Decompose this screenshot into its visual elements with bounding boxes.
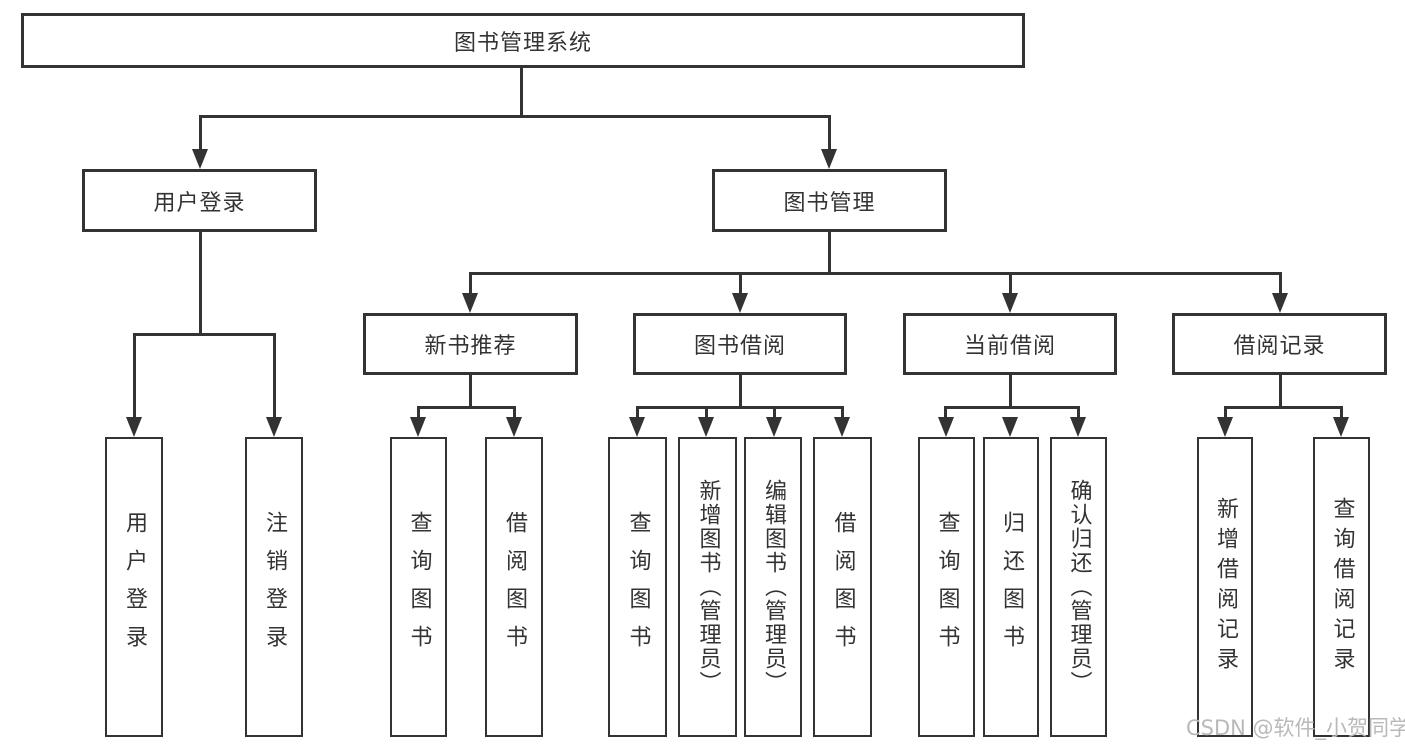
connector-stem bbox=[705, 406, 708, 422]
connector-root-stem bbox=[520, 68, 523, 118]
connector-stem bbox=[1009, 375, 1012, 409]
root-node-label: 图书管理系统 bbox=[453, 30, 592, 56]
arrow-down-icon bbox=[266, 417, 282, 437]
connector-stem bbox=[133, 333, 136, 421]
leaf-node-edit-books-admin: 编辑图书（管理员） bbox=[744, 437, 802, 737]
arrow-down-icon bbox=[192, 149, 208, 169]
leaf-node-label: 编辑图书（管理员） bbox=[761, 479, 786, 695]
connector-stem bbox=[739, 375, 742, 409]
connector-branch-bar bbox=[944, 406, 1080, 409]
level3-node-current-borrow: 当前借阅 bbox=[903, 313, 1117, 375]
leaf-node-query-books-current: 查询图书 bbox=[918, 437, 975, 737]
level3-node-book-borrow: 图书借阅 bbox=[633, 313, 847, 375]
leaf-node-user-login: 用户登录 bbox=[105, 437, 163, 737]
connector-stem bbox=[773, 406, 776, 422]
level2-node-user-login: 用户登录 bbox=[82, 169, 317, 232]
leaf-node-return-books: 归还图书 bbox=[983, 437, 1039, 737]
connector-stem bbox=[273, 333, 276, 421]
connector-stem bbox=[199, 115, 202, 155]
connector-stem bbox=[1279, 375, 1282, 409]
connector-stem bbox=[417, 406, 420, 422]
connector-branch-bar bbox=[1224, 406, 1342, 409]
connector-level2-bar bbox=[199, 115, 830, 118]
arrow-down-icon bbox=[1002, 293, 1018, 313]
leaf-node-query-books-borrow: 查询图书 bbox=[608, 437, 667, 737]
leaf-node-label: 查询图书 bbox=[406, 511, 432, 663]
level2-node-label: 图书管理 bbox=[783, 190, 876, 216]
arrow-down-icon bbox=[126, 417, 142, 437]
arrow-down-icon bbox=[629, 417, 645, 437]
connector-stem bbox=[1224, 406, 1227, 422]
level3-node-label: 当前借阅 bbox=[963, 334, 1056, 359]
level3-node-label: 借阅记录 bbox=[1233, 334, 1326, 359]
connector-stem bbox=[739, 272, 742, 297]
arrow-down-icon bbox=[462, 293, 478, 313]
level2-node-book-management: 图书管理 bbox=[712, 169, 947, 232]
leaf-node-label: 注销登录 bbox=[262, 511, 287, 663]
leaf-node-add-borrow-record: 新增借阅记录 bbox=[1197, 437, 1253, 737]
level2-node-label: 用户登录 bbox=[153, 190, 246, 216]
connector-stem bbox=[1279, 272, 1282, 297]
arrow-down-icon bbox=[1333, 417, 1349, 437]
level3-node-label: 新书推荐 bbox=[424, 334, 517, 359]
connector-stem bbox=[469, 272, 472, 297]
leaf-node-query-books-recommend: 查询图书 bbox=[390, 437, 447, 737]
arrow-down-icon bbox=[410, 417, 426, 437]
arrow-down-icon bbox=[1070, 417, 1086, 437]
leaf-node-label: 新增图书（管理员） bbox=[695, 479, 721, 695]
leaf-node-query-borrow-record: 查询借阅记录 bbox=[1313, 437, 1370, 737]
leaf-node-label: 新增借阅记录 bbox=[1213, 497, 1238, 677]
connector-stem bbox=[1340, 406, 1343, 422]
connector-stem bbox=[828, 115, 831, 155]
level3-node-label: 图书借阅 bbox=[693, 334, 786, 359]
connector-branch-bar bbox=[133, 333, 276, 336]
arrow-down-icon bbox=[698, 417, 714, 437]
leaf-node-label: 归还图书 bbox=[999, 511, 1024, 663]
level3-node-borrow-records: 借阅记录 bbox=[1172, 313, 1387, 375]
leaf-node-label: 借阅图书 bbox=[502, 511, 527, 663]
leaf-node-add-books-admin: 新增图书（管理员） bbox=[678, 437, 737, 737]
leaf-node-label: 用户登录 bbox=[122, 511, 147, 663]
leaf-node-borrow-books-recommend: 借阅图书 bbox=[485, 437, 543, 737]
connector-stem bbox=[1009, 272, 1012, 297]
connector-stem bbox=[1077, 406, 1080, 422]
leaf-node-borrow-books: 借阅图书 bbox=[813, 437, 872, 737]
connector-stem bbox=[841, 406, 844, 422]
arrow-down-icon bbox=[1002, 417, 1018, 437]
connector-branch-bar bbox=[417, 406, 516, 409]
arrow-down-icon bbox=[834, 417, 850, 437]
arrow-down-icon bbox=[766, 417, 782, 437]
leaf-node-label: 确认归还（管理员） bbox=[1066, 479, 1092, 695]
connector-stem bbox=[469, 375, 472, 409]
leaf-node-confirm-return-admin: 确认归还（管理员） bbox=[1050, 437, 1107, 737]
arrow-down-icon bbox=[732, 293, 748, 313]
connector-stem bbox=[513, 406, 516, 422]
leaf-node-label: 查询借阅记录 bbox=[1329, 497, 1355, 677]
connector-stem bbox=[828, 232, 831, 275]
arrow-down-icon bbox=[506, 417, 522, 437]
connector-level3-bar bbox=[469, 272, 1282, 275]
leaf-node-logout: 注销登录 bbox=[245, 437, 303, 737]
connector-branch-bar bbox=[636, 406, 844, 409]
leaf-node-label: 借阅图书 bbox=[830, 511, 856, 663]
arrow-down-icon bbox=[821, 149, 837, 169]
level3-node-new-book-recommend: 新书推荐 bbox=[363, 313, 578, 375]
connector-stem bbox=[199, 232, 202, 336]
arrow-down-icon bbox=[938, 417, 954, 437]
arrow-down-icon bbox=[1272, 293, 1288, 313]
leaf-node-label: 查询图书 bbox=[625, 511, 651, 663]
arrow-down-icon bbox=[1217, 417, 1233, 437]
root-node-library-system: 图书管理系统 bbox=[21, 13, 1025, 68]
connector-stem bbox=[636, 406, 639, 422]
connector-stem bbox=[944, 406, 947, 422]
csdn-watermark: CSDN @软件_小贺同学 bbox=[1186, 716, 1405, 740]
leaf-node-label: 查询图书 bbox=[934, 511, 960, 663]
